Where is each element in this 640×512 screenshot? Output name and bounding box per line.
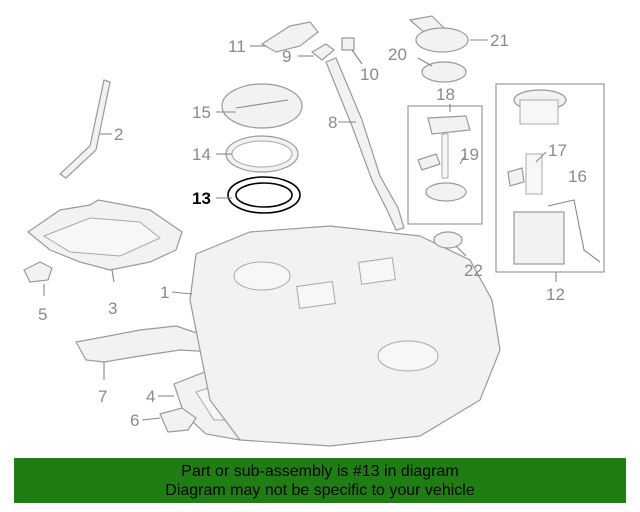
part-12-pump-box: [495, 83, 605, 273]
callout-10: 10: [360, 65, 379, 84]
part-21-ring: [408, 15, 469, 53]
part-10-clip: [341, 37, 355, 51]
part-7-strap: [75, 325, 215, 363]
footer-line-2: Diagram may not be specific to your vehi…: [165, 482, 475, 499]
leader-lines: [43, 39, 557, 421]
parts-diagram: 2 3 5 7 4 6 1 15 14 13 11 9 10 8 21 20 1…: [23, 15, 605, 447]
callout-22: 22: [464, 261, 483, 280]
callout-4: 4: [146, 387, 155, 406]
callout-11: 11: [228, 37, 246, 56]
callout-7: 7: [98, 387, 107, 406]
part-11-cap: [260, 21, 319, 53]
part-3-heat-shield: [27, 199, 183, 271]
footer-banner: Part or sub-assembly is #13 in diagram D…: [14, 458, 626, 503]
part-18-sender-box: [407, 105, 483, 225]
callout-20: 20: [388, 45, 407, 64]
callout-1: 1: [160, 283, 169, 302]
part-14-gasket: [225, 135, 299, 173]
part-15-cover: [221, 83, 303, 129]
part-6-plate: [159, 407, 197, 433]
callout-6: 6: [130, 411, 139, 430]
footer-line-1: Part or sub-assembly is #13 in diagram: [181, 463, 459, 480]
part-2-bracket: [59, 79, 111, 179]
part-1-fuel-tank: [189, 225, 501, 447]
callout-2: 2: [114, 125, 123, 144]
callout-18: 18: [436, 85, 455, 104]
part-13-lock-ring-highlighted: [227, 176, 301, 214]
callout-12: 12: [546, 285, 565, 304]
part-8-filler-pipe: [325, 57, 405, 231]
callout-13: 13: [192, 189, 211, 208]
callout-3: 3: [108, 299, 117, 318]
callout-8: 8: [328, 113, 337, 132]
part-22-plug: [433, 231, 463, 249]
callout-21: 21: [490, 31, 509, 50]
part-20-gasket: [421, 61, 467, 83]
callout-15: 15: [192, 103, 211, 122]
callout-14: 14: [192, 145, 211, 164]
callout-17: 17: [548, 141, 567, 160]
callout-16: 16: [568, 167, 587, 186]
callout-5: 5: [38, 305, 47, 324]
part-5-clip: [23, 261, 53, 283]
callout-9: 9: [282, 47, 291, 66]
part-9-clamp: [310, 43, 335, 61]
callout-19: 19: [460, 145, 479, 164]
